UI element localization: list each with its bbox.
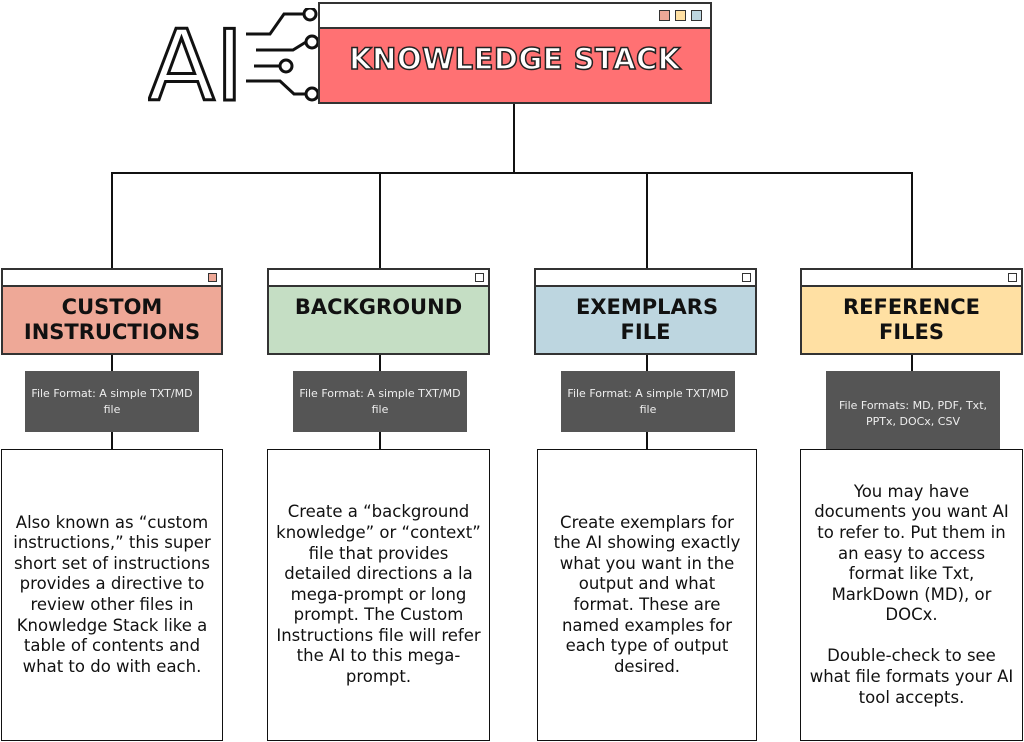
card-heading: REFERENCE FILES <box>842 295 981 344</box>
card-heading: BACKGROUND <box>294 295 463 319</box>
svg-text:AI: AI <box>148 10 244 104</box>
exemplars-card: EXEMPLARS FILE <box>534 268 757 355</box>
description-box: You may have documents you want AI to re… <box>800 449 1023 741</box>
background-card: BACKGROUND <box>267 268 490 355</box>
window-square-icon <box>475 273 484 282</box>
connector <box>513 104 515 174</box>
description-text: Also known as “custom instructions,” thi… <box>13 512 211 676</box>
description-box: Also known as “custom instructions,” thi… <box>1 449 223 741</box>
ai-logo: AI <box>147 6 320 126</box>
file-format-label: File Format: A simple TXT/MD file <box>561 371 735 432</box>
description-box: Create a “background knowledge” or “cont… <box>267 449 490 741</box>
window-square-icon <box>208 273 217 282</box>
file-format-label: File Formats: MD, PDF, Txt, PPTx, DOCx, … <box>826 371 1000 456</box>
description-text: You may have documents you want AI to re… <box>809 481 1014 707</box>
card-heading: EXEMPLARS FILE <box>576 295 719 344</box>
connector <box>379 172 381 268</box>
page-title: KNOWLEDGE STACK <box>348 41 681 77</box>
custom-instructions-card: CUSTOM INSTRUCTIONS <box>1 268 223 355</box>
connector <box>646 172 648 268</box>
window-square-icon <box>742 273 751 282</box>
window-square-icon <box>659 10 670 21</box>
card-heading: CUSTOM INSTRUCTIONS <box>23 295 201 344</box>
description-text: Create a “background knowledge” or “cont… <box>276 502 481 687</box>
window-square-icon <box>691 10 702 21</box>
reference-files-card: REFERENCE FILES <box>800 268 1023 355</box>
connector <box>911 172 913 268</box>
title-window: KNOWLEDGE STACK <box>318 2 712 104</box>
connector <box>111 172 113 268</box>
connector <box>111 172 913 174</box>
description-box: Create exemplars for the AI showing exac… <box>537 449 757 741</box>
circuit-icon: AI <box>147 6 320 126</box>
window-square-icon <box>1008 273 1017 282</box>
window-square-icon <box>675 10 686 21</box>
file-format-label: File Format: A simple TXT/MD file <box>25 371 199 432</box>
file-format-label: File Format: A simple TXT/MD file <box>293 371 467 432</box>
description-text: Create exemplars for the AI showing exac… <box>553 512 741 676</box>
